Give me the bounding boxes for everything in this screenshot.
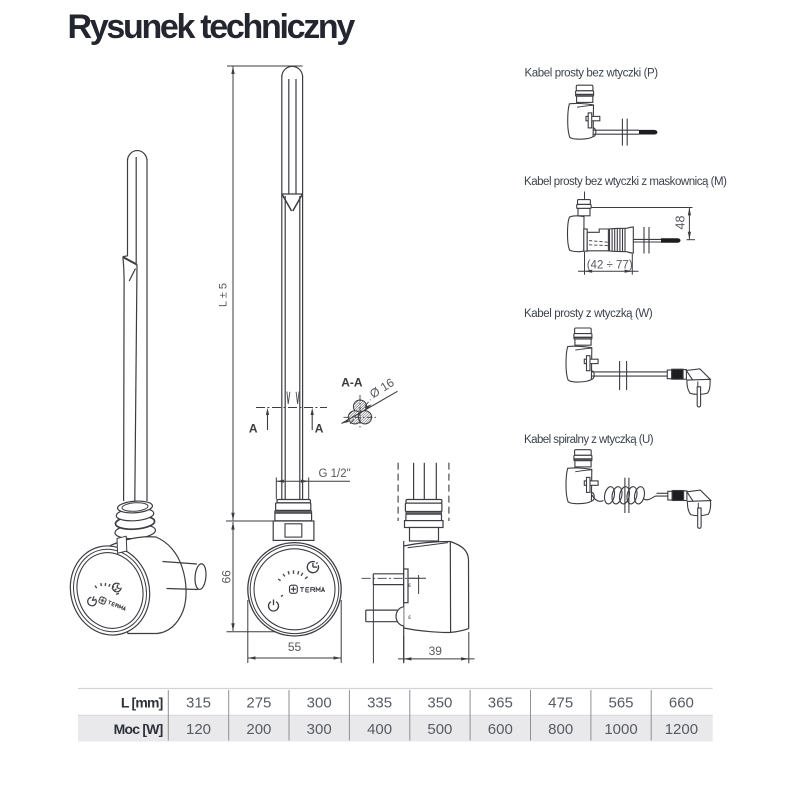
svg-text:565: 565	[608, 695, 633, 712]
svg-text:300: 300	[307, 695, 332, 712]
svg-text:200: 200	[246, 721, 271, 738]
svg-text:335: 335	[367, 695, 392, 712]
svg-text:66: 66	[220, 570, 234, 584]
svg-text:48: 48	[674, 216, 688, 230]
svg-text:G 1/2": G 1/2"	[319, 468, 351, 480]
svg-text:1000: 1000	[604, 721, 637, 738]
svg-text:400: 400	[367, 721, 392, 738]
svg-text:39: 39	[429, 644, 443, 658]
svg-text:475: 475	[548, 695, 573, 712]
svg-text:275: 275	[246, 695, 271, 712]
svg-text:L ± 5: L ± 5	[218, 283, 230, 307]
svg-text:Kabel spiralny z wtyczką (U): Kabel spiralny z wtyczką (U)	[524, 434, 654, 446]
svg-text:ε: ε	[408, 614, 411, 621]
svg-text:Ø 16: Ø 16	[367, 375, 397, 401]
svg-text:55: 55	[288, 640, 302, 654]
svg-text:Rysunek techniczny: Rysunek techniczny	[68, 8, 356, 46]
svg-text:(42 ÷ 77): (42 ÷ 77)	[587, 260, 633, 272]
svg-text:1200: 1200	[665, 721, 698, 738]
svg-text:Kabel prosty bez wtyczki (P): Kabel prosty bez wtyczki (P)	[525, 67, 659, 79]
svg-text:Moc [W]: Moc [W]	[114, 721, 163, 737]
svg-text:600: 600	[488, 721, 513, 738]
svg-text:800: 800	[548, 721, 573, 738]
svg-text:120: 120	[186, 721, 211, 738]
svg-text:Kabel prosty bez wtyczki z mas: Kabel prosty bez wtyczki z maskownicą (M…	[524, 176, 727, 188]
svg-text:500: 500	[427, 721, 452, 738]
svg-text:Kabel prosty z wtyczką (W): Kabel prosty z wtyczką (W)	[524, 308, 653, 320]
svg-text:A: A	[249, 422, 258, 436]
svg-text:315: 315	[186, 695, 211, 712]
svg-text:A-A: A-A	[341, 376, 363, 390]
svg-text:365: 365	[488, 695, 513, 712]
svg-text:ε: ε	[408, 582, 411, 589]
svg-text:660: 660	[669, 695, 694, 712]
svg-text:300: 300	[307, 721, 332, 738]
svg-text:A: A	[315, 422, 324, 436]
svg-text:350: 350	[427, 695, 452, 712]
svg-text:L [mm]: L [mm]	[121, 695, 163, 711]
